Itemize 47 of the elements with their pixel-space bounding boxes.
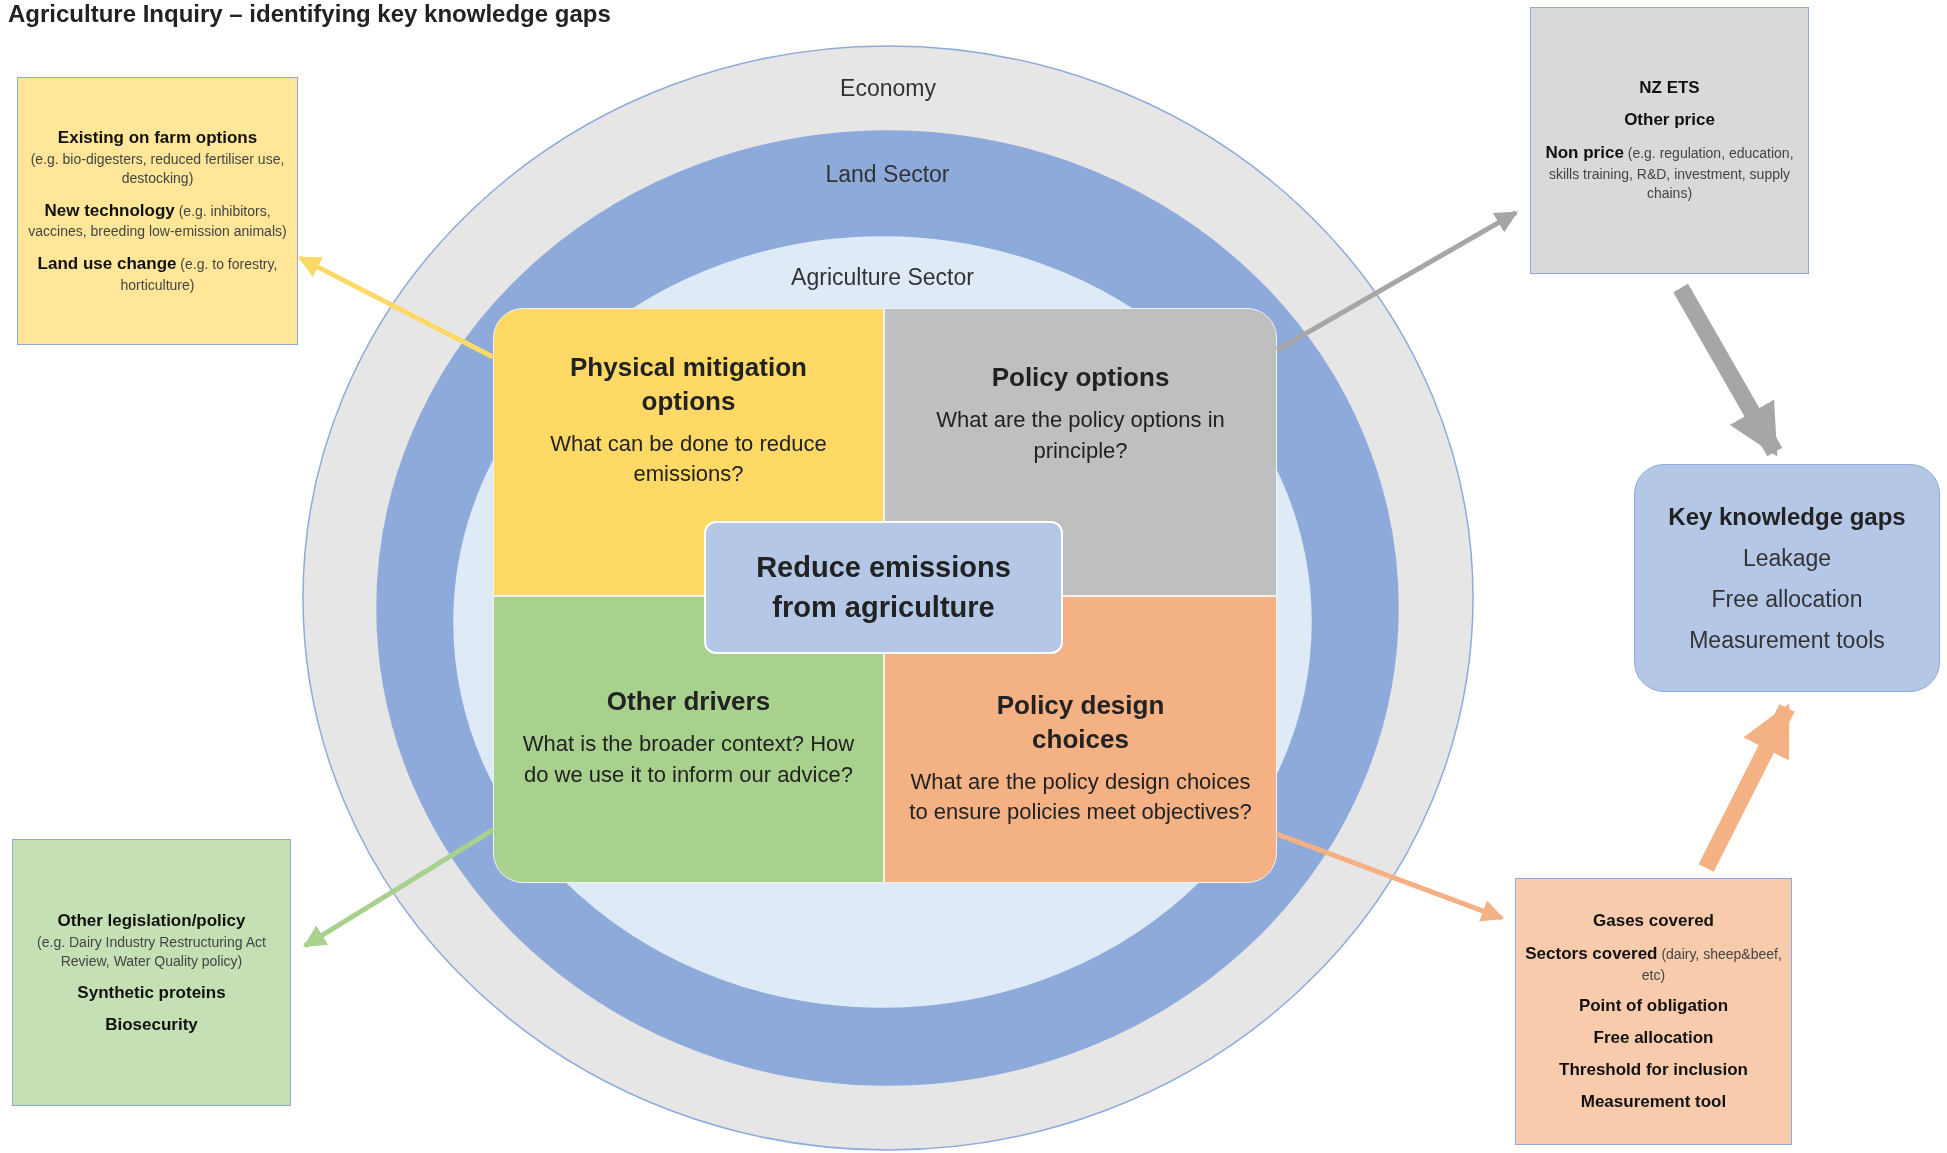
rounded-box [1634, 464, 1940, 692]
note-box [1530, 7, 1809, 274]
quadrant-question: What are the policy options in principle? [935, 405, 1226, 465]
note-item: Non price (e.g. regulation, education, skills training, R&D, investment, supply chains) [1544, 142, 1795, 203]
arrow [298, 255, 495, 360]
quadrant-heading: Physical mitigation options [569, 351, 808, 418]
note-item: Point of obligation [1578, 996, 1729, 1017]
quadrant-question: What are the policy design choices to ensure policies meet objectives? [908, 767, 1253, 827]
ring-label: Land Sector [825, 161, 950, 188]
note-item: New technology (e.g. inhibitors, vaccines, breeding low-emission animals) [27, 199, 288, 242]
arrow [1673, 283, 1783, 457]
gap-item: Measurement tools [1689, 626, 1885, 654]
arrow [1698, 703, 1795, 872]
diagram-title: Agriculture Inquiry – identifying key knowledge gaps [8, 0, 611, 28]
note-item: Free allocation [1593, 1028, 1714, 1049]
quadrant-heading: Policy design choices [995, 689, 1166, 756]
gap-item: Leakage [1742, 544, 1832, 572]
note-box [12, 839, 291, 1106]
center-panel [704, 521, 1063, 654]
quadrant-question: What is the broader context? How do we use it to inform our advice? [521, 729, 856, 789]
note-item: Gases covered [1593, 910, 1714, 931]
note-item: Land use change (e.g. to forestry, horticulture) [36, 253, 279, 296]
note-item: Other price [1624, 110, 1715, 131]
outer-ring [302, 45, 1474, 1151]
note-item: Other legislation/policy (e.g. Dairy Industry Restructuring Act Review, Water Quality policy) [36, 910, 267, 971]
arrow [1276, 831, 1505, 922]
center-title: Reduce emissions from agriculture [755, 550, 1012, 625]
note-item: Synthetic proteins [77, 982, 226, 1003]
quadrant-heading: Other drivers [605, 685, 772, 718]
note-item: Threshold for inclusion [1559, 1060, 1748, 1081]
ring-label: Economy [840, 75, 936, 102]
arrow [303, 827, 495, 948]
note-item: Sectors covered (dairy, sheep&beef, etc) [1524, 942, 1783, 985]
ring-label: Agriculture Sector [791, 264, 974, 291]
note-item: NZ ETS [1639, 78, 1700, 99]
note-item: Existing on farm options (e.g. bio-digesters, reduced fertiliser use, destocking) [29, 126, 286, 188]
box-heading: Key knowledge gaps [1668, 502, 1906, 531]
quadrant-question: What can be done to reduce emissions? [549, 429, 828, 489]
middle-ring [376, 130, 1399, 1086]
gap-item: Free allocation [1711, 585, 1863, 613]
inner-circle [453, 236, 1312, 1008]
arrow [1275, 210, 1518, 353]
note-item: Biosecurity [105, 1014, 198, 1035]
quadrant-heading: Policy options [990, 361, 1171, 394]
note-box [1515, 878, 1792, 1145]
note-item: Measurement tool [1580, 1092, 1727, 1113]
note-box [17, 77, 298, 345]
